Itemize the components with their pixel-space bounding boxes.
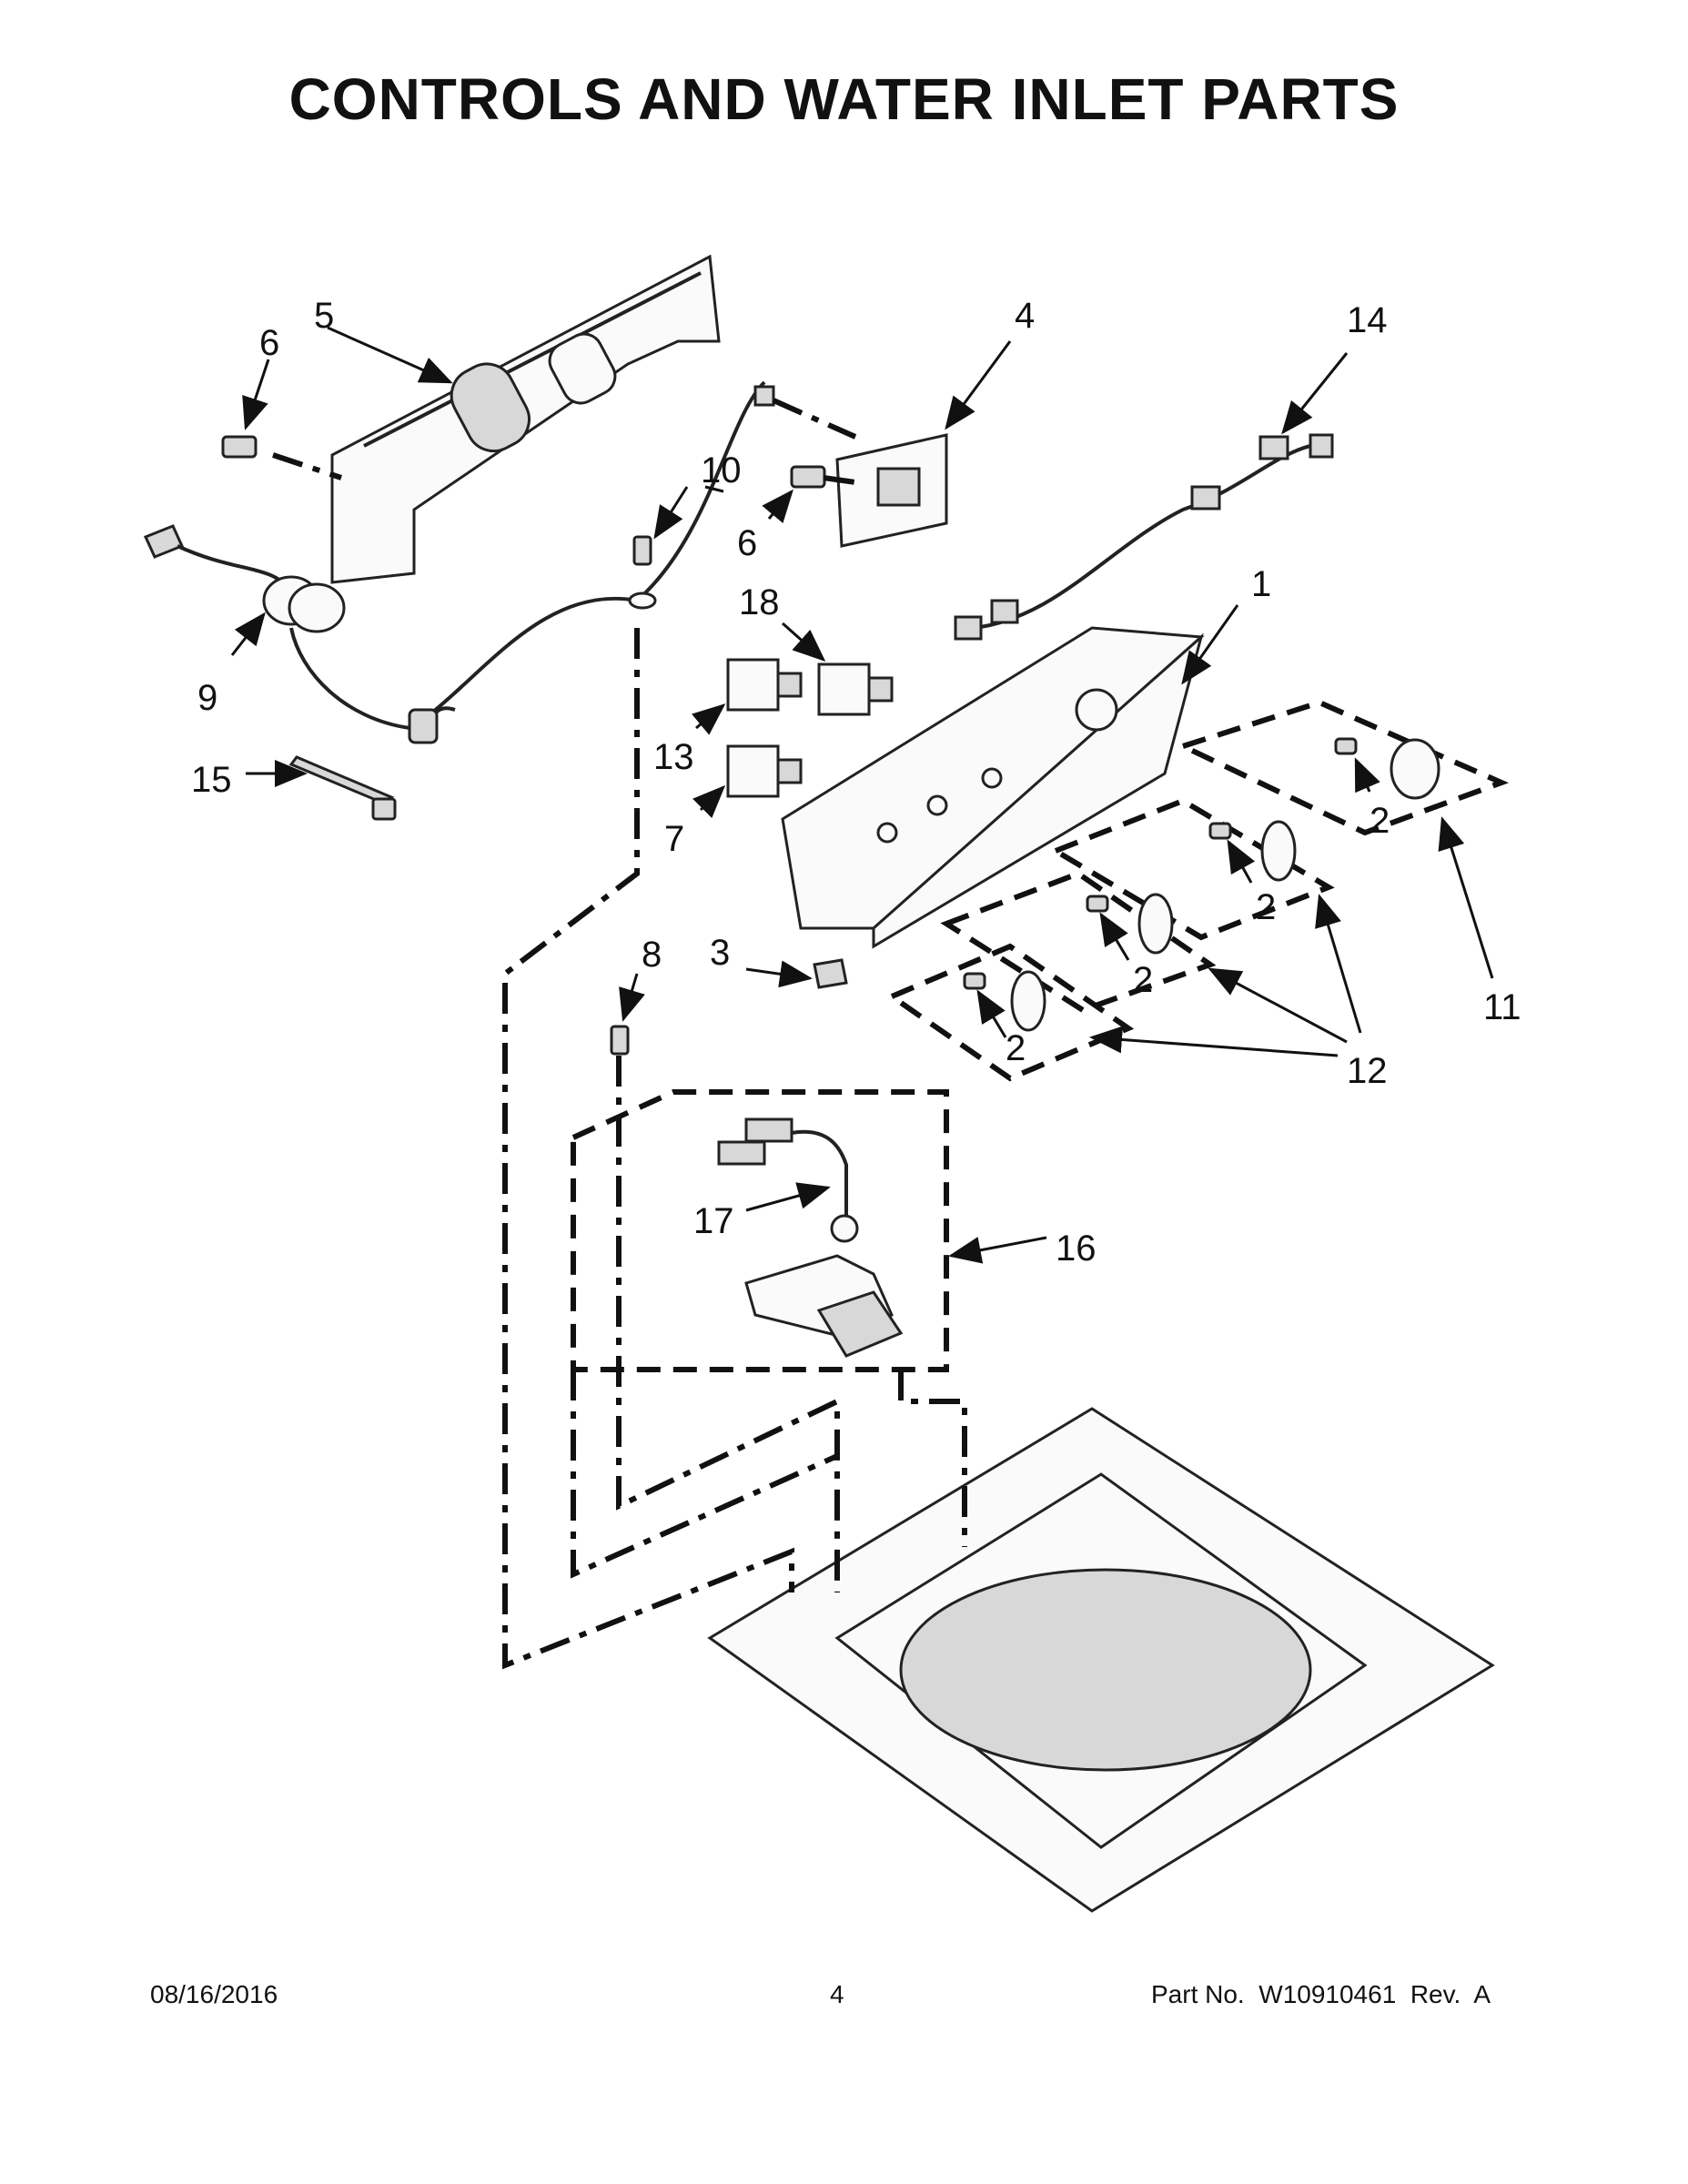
callout-15: 15: [191, 760, 232, 800]
wire-harness: [954, 433, 1334, 641]
footer-date: 08/16/2016: [150, 1980, 278, 2008]
screw-part-8: [610, 1025, 630, 1056]
callout-2-a: 2: [1370, 801, 1390, 841]
water-inlet-valve: [744, 1254, 904, 1358]
footer-part-number: Part No. W10910461 Rev. A: [1151, 1980, 1491, 2008]
knob-insert-3: [1086, 895, 1109, 913]
rear-control-panel: [330, 254, 721, 584]
knob-group-12-a: [1049, 797, 1335, 941]
callout-16: 16: [1056, 1228, 1097, 1269]
callout-18: 18: [739, 582, 780, 622]
power-cord: [143, 524, 456, 731]
leader-lines: [230, 326, 1494, 1264]
callout-6-a: 6: [259, 323, 279, 363]
callout-8: 8: [642, 935, 662, 975]
knob-insert-2: [1208, 822, 1232, 840]
callout-9: 9: [197, 678, 217, 718]
knob-2: [1260, 820, 1297, 882]
console: [781, 626, 1205, 949]
cable-tie: [288, 755, 397, 821]
callout-13: 13: [653, 737, 694, 777]
callout-4: 4: [1015, 296, 1035, 336]
callout-1: 1: [1251, 564, 1271, 604]
knob-insert-4: [963, 972, 986, 990]
screw-part-6-left: [221, 435, 258, 459]
callout-14: 14: [1347, 300, 1388, 340]
screw-part-6-right: [790, 465, 826, 489]
callout-12: 12: [1347, 1051, 1388, 1091]
screw-part-10: [628, 535, 657, 610]
page-title: CONTROLS AND WATER INLET PARTS: [288, 66, 1400, 132]
knob-1: [1390, 738, 1440, 800]
callout-10: 10: [701, 450, 742, 490]
callout-6-b: 6: [737, 523, 757, 563]
knob-group-12-b: [940, 870, 1217, 1014]
knob-insert-1: [1334, 737, 1358, 755]
callout-17: 17: [693, 1201, 734, 1241]
callout-5: 5: [314, 296, 334, 336]
callout-11: 11: [1483, 987, 1521, 1027]
callout-3: 3: [710, 933, 730, 973]
assembly-routing-lines: [272, 398, 967, 1670]
callout-2-c: 2: [1133, 960, 1153, 1000]
control-board: [835, 433, 948, 548]
knob-4: [1010, 970, 1046, 1032]
switch-part-7: [726, 744, 803, 798]
callout-7: 7: [664, 819, 684, 859]
callout-2-b: 2: [1256, 887, 1276, 927]
knob-3: [1137, 893, 1174, 955]
switch-part-13: [726, 658, 803, 712]
washer-top: [707, 1407, 1495, 1913]
switch-part-18: [817, 662, 894, 716]
knob-group-11: [1175, 699, 1510, 836]
clip-part-3: [813, 958, 848, 989]
knob-group-12-c: [885, 943, 1135, 1082]
inlet-harness: [717, 1117, 859, 1243]
callout-2-d: 2: [1006, 1028, 1026, 1068]
footer-page-number: 4: [830, 1980, 844, 2008]
